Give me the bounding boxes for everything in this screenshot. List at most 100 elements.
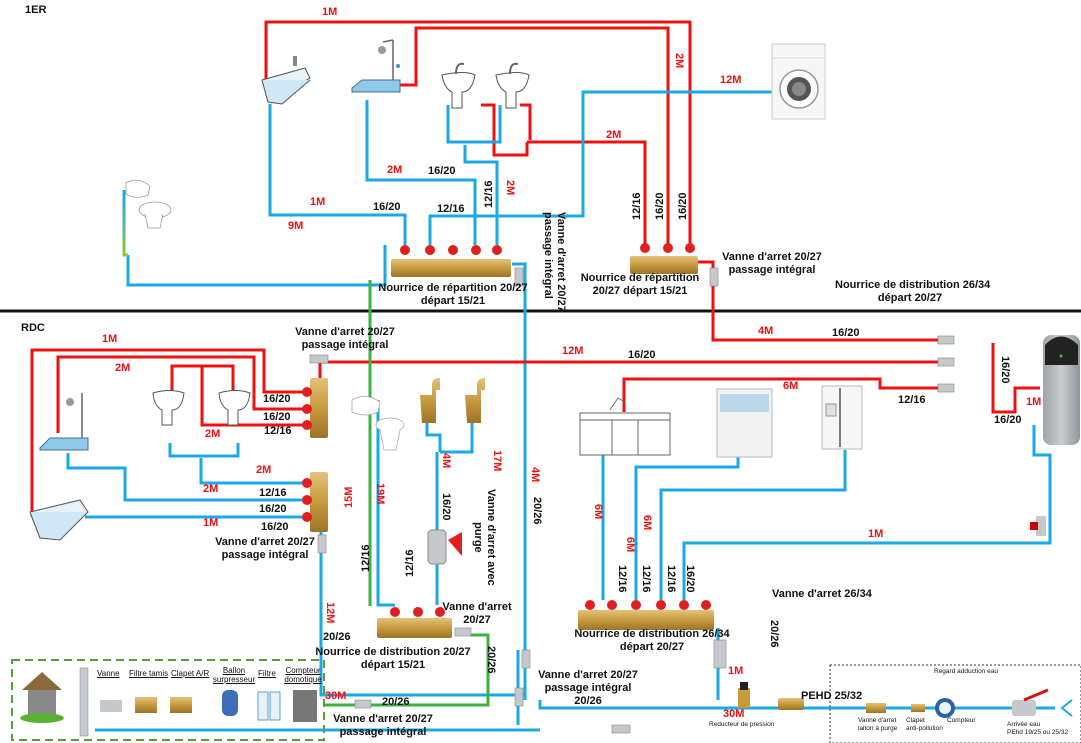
manifold-label-gf-dist: Nourrice de distribution 26/34 départ 20… (574, 628, 730, 653)
pipe-size-label: 16/20 (259, 503, 287, 515)
water-inlet-box (829, 664, 1081, 743)
pipe-size-label: 12/16 (665, 565, 677, 593)
water-inlet-valve-label: Vanne d'arret laiton à purge (858, 717, 898, 732)
basin-gf-left (152, 390, 185, 426)
inline-valves (309, 267, 955, 734)
pipe-size-label: 20/26 (531, 497, 543, 525)
water-inlet-check-label: Clapet anti-pollution (906, 717, 943, 732)
wc-upper (125, 179, 172, 229)
pipe-size-label: 16/20 (440, 493, 452, 521)
well-components (100, 690, 317, 722)
pipe-size-label: 16/20 (684, 565, 696, 593)
reducer-label: Reducteur de pression (709, 721, 775, 728)
length-label: 2M (256, 464, 272, 476)
length-label: 15M (343, 486, 355, 508)
water-inlet-arrival-label: Arrivée eau PEhd 19/25 ou 25/32 (1007, 721, 1069, 736)
pipe-size-label: 12/16 (437, 203, 465, 215)
length-label: 4M (529, 467, 541, 483)
valve-label-mains: Vanne d'arret 20/27 passage intégral 20/… (538, 669, 638, 707)
main-valve (778, 698, 804, 710)
pipe-size-label: 16/20 (994, 414, 1022, 426)
valve-label-gf-rain: Vanne d'arret 20/27 (442, 601, 512, 626)
manifold-gf-cold (310, 472, 328, 532)
length-label: 1M (322, 6, 338, 18)
well-item-label: Filtre tamis (129, 669, 169, 678)
pipe-cold-up-basin-drop (463, 145, 499, 245)
length-label: 1M (102, 333, 118, 345)
length-label: 30M (325, 690, 347, 702)
pipe-cold-gf-shower (66, 453, 305, 502)
bathtub-upper (261, 56, 311, 105)
length-label: 2M (504, 180, 516, 196)
length-label: 2M (387, 164, 403, 176)
length-label: 4M (440, 453, 452, 469)
pipe-size-label: 12/16 (259, 487, 287, 499)
pipe-cold-up-basins (446, 105, 502, 144)
water-heater (1043, 335, 1080, 445)
shower-upper (351, 39, 401, 93)
manifold-label-upper-cold: Nourrice de répartition 20/27 départ 15/… (378, 282, 528, 307)
pipe-size-label: 16/20 (628, 349, 656, 361)
well-item-label: Filtre (258, 669, 276, 678)
length-label: 4M (758, 325, 774, 337)
pipe-size-label: 12/16 (898, 394, 926, 406)
pehd-label: PEHD 25/32 (801, 690, 863, 702)
wc-gf (351, 396, 405, 451)
pipe-size-label: 16/20 (428, 165, 456, 177)
length-label: 2M (606, 129, 622, 141)
pipe-cold-up-shower (365, 100, 477, 245)
pressure-reducer (738, 682, 750, 708)
length-label: 12M (562, 345, 584, 357)
pipe-size-label: 20/26 (382, 696, 410, 708)
well-item-label: Vanne (97, 669, 120, 678)
pipe-rain-feed (325, 633, 490, 707)
submersible-pump (79, 667, 89, 737)
purge-valve (427, 529, 462, 565)
pipe-cold-gf-taps (425, 423, 474, 605)
pipe-cold-up-washer (428, 90, 775, 245)
manifold-gf-dist (578, 610, 714, 630)
valve-label-upper-hot: Vanne d'arret 20/27 passage intégral (722, 251, 822, 276)
pipe-size-label: 16/20 (832, 327, 860, 339)
length-label: 2M (203, 483, 219, 495)
pipe-hot-up-shower (400, 26, 670, 245)
length-label: 12M (324, 602, 336, 624)
bathtub-gf (29, 499, 89, 541)
pipe-wc-up (122, 190, 128, 257)
valve-label-gf-hot: Vanne d'arret 20/27 passage intégral (295, 326, 395, 351)
pipe-cold-gf-fridge (659, 450, 847, 600)
pipe-hot-gf-basins (170, 364, 305, 427)
manifold-upper-hot (630, 256, 698, 274)
length-label: 1M (203, 517, 219, 529)
pipe-cold-gf-manifold (319, 530, 525, 697)
pipe-size-label: 12/16 (404, 549, 416, 577)
length-label: 6M (641, 515, 653, 531)
shower-gf (39, 393, 89, 451)
dist-valve-label: Vanne d'arret 26/34 (772, 588, 872, 600)
length-label: 1M (1026, 396, 1042, 408)
basin-gf-right (218, 390, 251, 426)
level-ground: RDC (21, 322, 45, 334)
well-item-label: Clapet A/R (171, 669, 210, 678)
valve-label-gf-cold: Vanne d'arret 20/27 passage intégral (215, 536, 315, 561)
pipe-cold-gf-boiler (682, 425, 1052, 600)
pipe-size-label: 16/20 (654, 192, 666, 220)
pipe-size-label: 12/16 (360, 544, 372, 572)
length-label: 30M (723, 708, 745, 720)
length-label: 1M (728, 665, 744, 677)
length-label: 19M (374, 483, 386, 505)
pipe-hot-up-bath (264, 20, 692, 245)
manifold-upper-cold (391, 259, 511, 277)
pipe-size-label: 12/16 (640, 565, 652, 593)
manifold-label-upper-hot: Nourrice de répartition 20/27 départ 15/… (580, 272, 700, 297)
well-system-box (11, 659, 325, 741)
fridge (821, 385, 863, 450)
pipe-size-label: 20/26 (485, 646, 497, 674)
manifold-valve-handles (302, 243, 711, 617)
pipe-size-label: 12/16 (483, 180, 495, 208)
length-label: 1M (868, 528, 884, 540)
valve-label-pump: Vanne d'arret 20/27 passage intégral (333, 713, 433, 738)
pipe-size-label: 16/20 (263, 393, 291, 405)
well-item-label: Compteur domotique (284, 666, 322, 684)
